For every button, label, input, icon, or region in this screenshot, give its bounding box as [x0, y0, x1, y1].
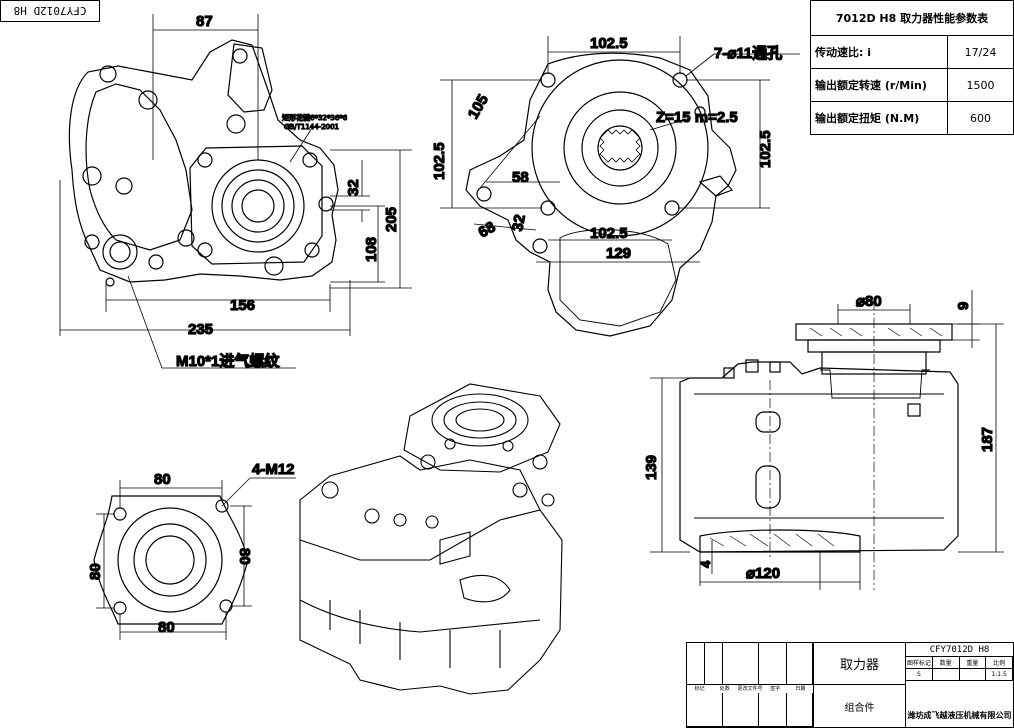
spline-note-2: GB/T1144-2001 [284, 123, 339, 131]
revision-grid [687, 643, 813, 727]
dim-102-5-left: 102.5 [431, 142, 448, 180]
front-housing-outline [68, 39, 339, 283]
dim-80-top: 80 [154, 471, 171, 488]
dim-32: 32 [345, 179, 362, 196]
dim-105: 105 [465, 92, 492, 122]
dim-58: 58 [512, 169, 529, 186]
stage-label-weight: 重量 [960, 657, 987, 668]
stage-label-scale: 比例 [986, 657, 1013, 668]
dim-80-side: 80 [236, 548, 253, 565]
company-name: 潍坊成飞越液压机械有限公司 [905, 681, 1013, 727]
dim-139: 139 [643, 455, 660, 480]
dim-9: 9 [955, 302, 972, 310]
dim-4: 4 [698, 560, 713, 568]
parameter-table: 7012D H8 取力器性能参数表 传动速比: i 17/24 输出额定转速 (… [810, 0, 1014, 135]
dim-205: 205 [383, 207, 400, 232]
bolt-note: 4-M12 [252, 461, 295, 478]
holes-note: 7-⌀11通孔 [714, 45, 782, 62]
dim-102-5-right: 102.5 [757, 130, 774, 168]
dim-87: 87 [196, 13, 213, 30]
stage-values-row: S 1:1.5 [905, 669, 1013, 681]
front-view: 87 205 32 108 156 235 M10*1进气螺纹 矩形花键6*32… [59, 12, 412, 371]
rev-header-doc: 更改文件号 [737, 686, 763, 692]
stage-value-mark: S [906, 669, 933, 680]
flange-view: 102.5 7-⌀11通孔 105 102.5 102.5 Z=15 m=2.5… [430, 34, 800, 337]
front-output-flange [189, 145, 323, 265]
thread-note: M10*1进气螺纹 [176, 352, 280, 370]
dim-108: 108 [363, 237, 380, 262]
dim-dia120: ⌀120 [746, 565, 780, 582]
stage-value-qty [933, 669, 960, 680]
param-label-ratio: 传动速比: i [810, 35, 948, 69]
stage-label-mark: 图样标记 [906, 657, 933, 668]
rev-header-mark: 标记 [694, 686, 705, 692]
output-flange-view: 80 4-M12 80 80 80 [86, 460, 296, 640]
assembly-label: 组合件 [813, 685, 905, 727]
dim-129: 129 [606, 245, 631, 262]
rev-header-date: 日期 [795, 686, 806, 692]
dim-dia80: ⌀80 [856, 293, 882, 310]
param-value-speed: 1500 [947, 68, 1014, 102]
param-value-ratio: 17/24 [947, 35, 1014, 69]
stage-value-weight [960, 669, 987, 680]
stage-label-qty: 数量 [933, 657, 960, 668]
title-block: 标记 处数 更改文件号 签字 日期 取力器 组合件 CFY7012D H8 图样… [686, 642, 1014, 728]
dim-156: 156 [230, 297, 255, 314]
stage-value-scale: 1:1.5 [986, 669, 1013, 680]
dim-235: 235 [188, 321, 213, 338]
parameter-table-title: 7012D H8 取力器性能参数表 [810, 0, 1014, 36]
param-label-torque: 输出额定扭矩 (N.M) [810, 101, 948, 135]
side-view: ⌀80 9 139 187 ⌀120 4 [642, 290, 1004, 590]
param-value-torque: 600 [947, 101, 1014, 135]
dim-68: 68 [476, 218, 499, 241]
dim-102-5-top: 102.5 [590, 35, 628, 52]
isometric-view [299, 383, 563, 695]
iso-body-outline [299, 455, 563, 695]
model-number: CFY7012D H8 [905, 643, 1013, 657]
rev-header-count: 处数 [719, 686, 730, 692]
spline-note-1: 矩形花键6*32*36*6 [282, 113, 348, 122]
param-label-speed: 输出额定转速 (r/Min) [810, 68, 948, 102]
revision-headers: 标记 处数 更改文件号 签字 日期 [687, 685, 813, 693]
output-flange-outline [93, 495, 249, 625]
dim-102-5-bottom: 102.5 [590, 225, 628, 242]
spline-spec: Z=15 m=2.5 [656, 109, 738, 126]
front-housing-inner [85, 83, 193, 251]
dim-80-bottom: 80 [158, 619, 175, 636]
dim-32-b: 32 [509, 213, 529, 232]
dim-187: 187 [979, 427, 996, 452]
part-name: 取力器 [813, 643, 905, 685]
rev-header-sign: 签字 [770, 686, 781, 692]
dim-80-left: 80 [87, 563, 104, 580]
side-housing-outline [679, 361, 959, 553]
stage-labels-row: 图样标记 数量 重量 比例 [905, 657, 1013, 669]
